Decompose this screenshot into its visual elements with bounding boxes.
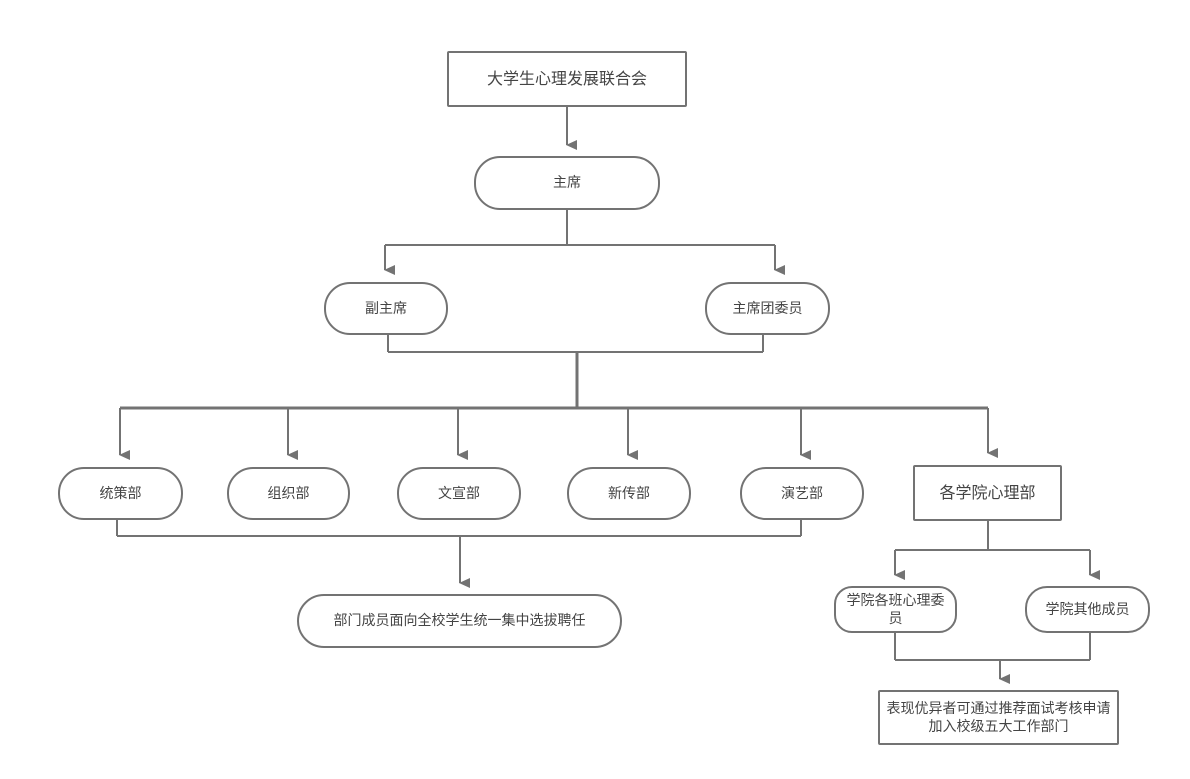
node-class-committee: 学院各班心理委员 bbox=[834, 586, 957, 633]
node-recruit-note-label: 部门成员面向全校学生统一集中选拔聘任 bbox=[333, 613, 586, 629]
node-dept-wenxuan-label: 文宣部 bbox=[438, 485, 480, 502]
node-root-label: 大学生心理发展联合会 bbox=[486, 69, 647, 88]
node-dept-yanyi: 演艺部 bbox=[740, 467, 864, 520]
node-chairman: 主席 bbox=[474, 156, 660, 210]
node-class-committee-label: 学院各班心理委员 bbox=[846, 592, 945, 627]
node-dept-tongce: 统策部 bbox=[58, 467, 183, 520]
node-promotion-note-label: 表现优异者可通过推荐面试考核申请加入校级五大工作部门 bbox=[886, 700, 1111, 735]
node-committee: 主席团委员 bbox=[705, 282, 830, 335]
node-committee-label: 主席团委员 bbox=[732, 300, 803, 317]
node-college-psych-label: 各学院心理部 bbox=[939, 483, 1036, 502]
node-college-psych: 各学院心理部 bbox=[913, 465, 1062, 521]
node-dept-zuzhi-label: 组织部 bbox=[267, 485, 310, 502]
node-vice-chairman: 副主席 bbox=[324, 282, 448, 335]
node-chairman-label: 主席 bbox=[553, 175, 581, 191]
node-other-members-label: 学院其他成员 bbox=[1045, 601, 1130, 618]
node-vice-chairman-label: 副主席 bbox=[365, 300, 407, 317]
node-recruit-note: 部门成员面向全校学生统一集中选拔聘任 bbox=[297, 594, 622, 648]
node-other-members: 学院其他成员 bbox=[1025, 586, 1150, 633]
node-root: 大学生心理发展联合会 bbox=[447, 51, 687, 107]
node-dept-wenxuan: 文宣部 bbox=[397, 467, 521, 520]
node-dept-yanyi-label: 演艺部 bbox=[781, 485, 823, 502]
node-dept-tongce-label: 统策部 bbox=[99, 485, 142, 502]
node-dept-xinchuan: 新传部 bbox=[567, 467, 691, 520]
node-dept-xinchuan-label: 新传部 bbox=[608, 485, 650, 502]
node-dept-zuzhi: 组织部 bbox=[227, 467, 350, 520]
node-promotion-note: 表现优异者可通过推荐面试考核申请加入校级五大工作部门 bbox=[878, 690, 1119, 745]
